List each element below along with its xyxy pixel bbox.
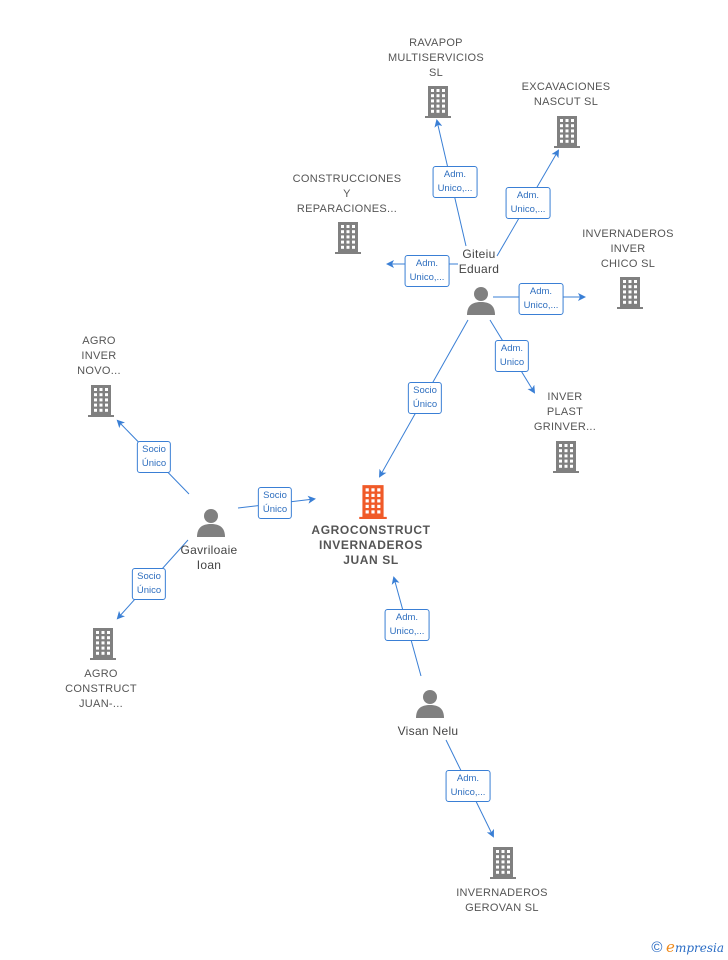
edge-label-visan-to-gerovan: Adm. Unico,... <box>445 770 491 802</box>
edge-label-gavriloaie-to-agro_inver: Socio Único <box>136 441 172 473</box>
building-icon[interactable] <box>552 439 580 478</box>
company-ravapop-label: RAVAPOP MULTISERVICIOS SL <box>387 37 485 79</box>
building-icon[interactable] <box>334 220 362 259</box>
company-invernaderos_inver-label: INVERNADEROS INVER CHICO SL <box>582 228 674 270</box>
company-inver_plast-label: INVER PLAST GRINVER... <box>533 391 597 433</box>
edge-label-giteiu-to-invernaderos_inver: Adm. Unico,... <box>518 283 564 315</box>
edge-label-giteiu-to-inver_plast: Adm. Unico <box>494 340 530 372</box>
building-icon[interactable] <box>424 84 452 123</box>
company-gerovan-label: INVERNADEROS GEROVAN SL <box>456 887 548 914</box>
building-icon[interactable] <box>358 483 388 524</box>
building-icon[interactable] <box>553 114 581 153</box>
brand-logo-e: e <box>666 938 675 956</box>
person-visan-label: Visan Nelu <box>397 724 459 738</box>
building-icon[interactable] <box>87 383 115 422</box>
person-gavriloaie-label: Gavriloaie Ioan <box>180 543 238 572</box>
company-agro_construct-label: AGRO CONSTRUCT JUAN-... <box>65 668 137 710</box>
edge-label-giteiu-to-excavaciones: Adm. Unico,... <box>505 187 551 219</box>
company-agro_inver-label: AGRO INVER NOVO... <box>77 335 121 377</box>
company-excavaciones-label: EXCAVACIONES NASCUT SL <box>521 81 611 108</box>
brand-logo-text: mpresia <box>674 941 724 955</box>
company-agroconstruct-label: AGROCONSTRUCT INVERNADEROS JUAN SL <box>311 523 431 567</box>
edge-label-giteiu-to-construcciones: Adm. Unico,... <box>404 255 450 287</box>
brand-footer: © empresia <box>651 938 724 956</box>
person-icon[interactable] <box>415 688 445 723</box>
edge-label-giteiu-to-agroconstruct: Socio Único <box>407 382 443 414</box>
edge-label-visan-to-agroconstruct: Adm. Unico,... <box>384 609 430 641</box>
person-icon[interactable] <box>466 285 496 320</box>
building-icon[interactable] <box>616 275 644 314</box>
edge-label-giteiu-to-ravapop: Adm. Unico,... <box>432 166 478 198</box>
person-giteiu-label: Giteiu Eduard <box>458 247 500 276</box>
company-construcciones-label: CONSTRUCCIONES Y REPARACIONES... <box>292 173 402 215</box>
copyright-icon: © <box>651 939 663 956</box>
edge-label-gavriloaie-to-agro_construct: Socio Único <box>131 568 167 600</box>
edge-label-gavriloaie-to-agroconstruct: Socio Único <box>257 487 293 519</box>
building-icon[interactable] <box>89 626 117 665</box>
building-icon[interactable] <box>489 845 517 884</box>
person-icon[interactable] <box>196 507 226 542</box>
